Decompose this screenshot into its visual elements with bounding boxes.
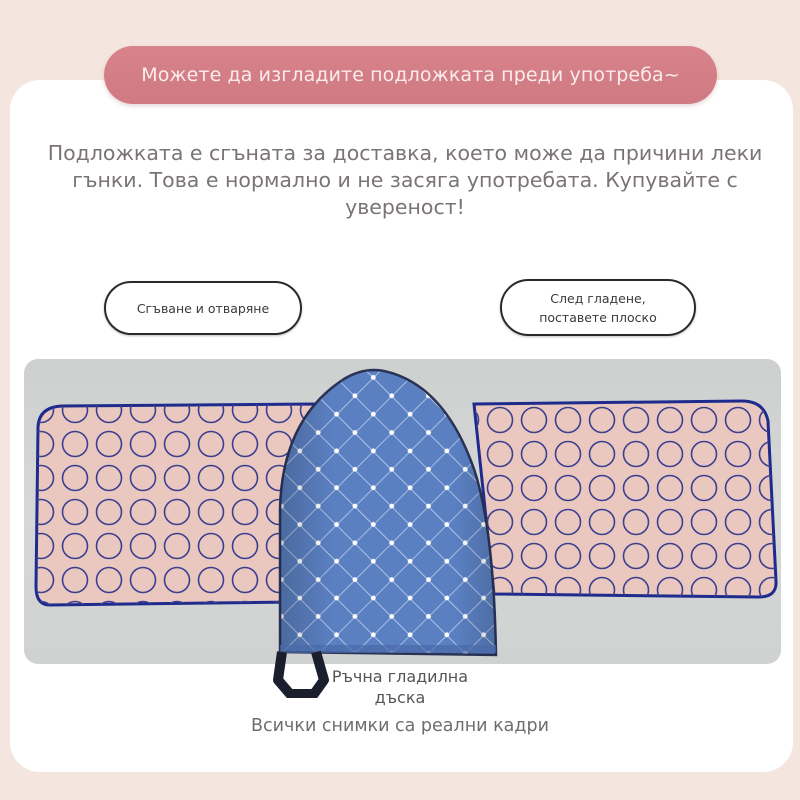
mitt-caption-line2: дъска: [374, 688, 426, 707]
tag-fold-label: Сгъване и отваряне: [136, 300, 270, 316]
product-illustration: [34, 368, 778, 657]
mitt-caption: Ръчна гладилна дъска: [300, 666, 500, 708]
ironing-pad-right: [472, 399, 778, 599]
real-photos-note: Всички снимки са реални кадри: [251, 716, 549, 736]
description-text: Подложката е сгъната за доставка, което …: [47, 141, 763, 219]
hanging-loop-icon: [273, 650, 329, 698]
banner-title: Можете да изгладите подложката преди упо…: [141, 64, 680, 86]
tag-flat-line1: След гладене,: [550, 290, 646, 306]
tag-flat-line2: поставете плоско: [539, 309, 657, 325]
ironing-mitt: [278, 368, 498, 657]
product-photo: [24, 359, 781, 664]
mitt-caption-line1: Ръчна гладилна: [331, 667, 469, 686]
ironing-pad-left: [34, 402, 316, 607]
banner-pill: Можете да изгладите подложката преди упо…: [104, 46, 717, 104]
tag-fold-and-open: Сгъване и отваряне: [104, 281, 302, 335]
tag-iron-then-flat: След гладене, поставете плоско: [500, 279, 696, 336]
